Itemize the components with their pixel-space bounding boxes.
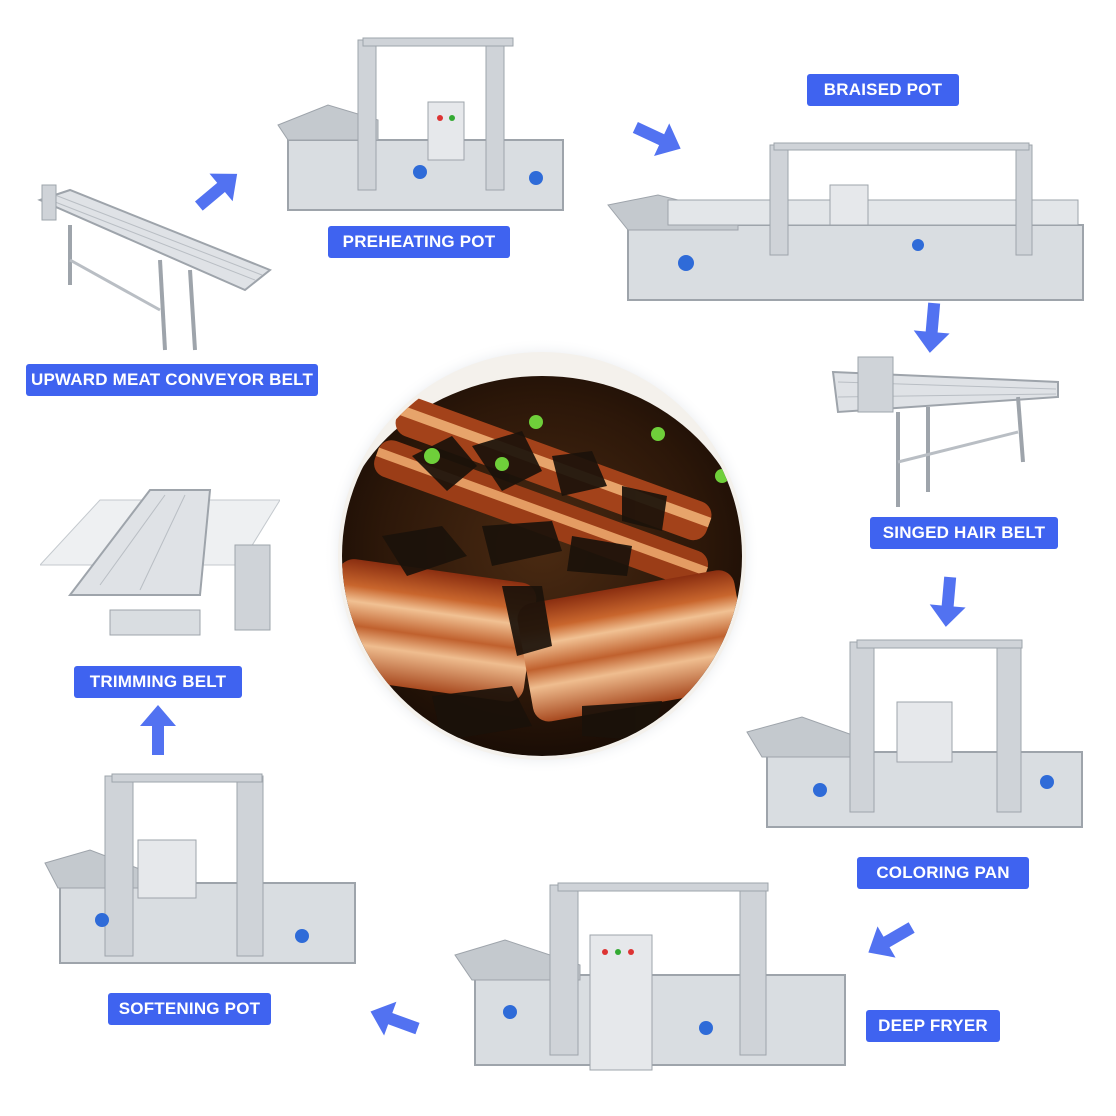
flow-arrow-icon (194, 173, 238, 211)
braised-pot-machine (607, 142, 1084, 301)
flow-arrow-icon (140, 705, 176, 755)
label-coloring-pan: COLORING PAN (857, 857, 1029, 889)
braised-pork-dish-image (324, 338, 760, 774)
flow-arrow-icon (370, 1001, 420, 1036)
label-preheating-pot: PREHEATING POT (328, 226, 510, 258)
preheating-pot-machine (277, 37, 564, 211)
label-trimming-belt: TRIMMING BELT (74, 666, 242, 698)
upward-conveyor-machine (37, 184, 272, 351)
flow-arrow-icon (929, 576, 966, 627)
label-braised-pot: BRAISED POT (807, 74, 959, 106)
flow-arrow-icon (868, 922, 915, 958)
deep-fryer-machine (454, 882, 846, 1071)
trimming-belt-machine (40, 489, 280, 636)
softening-pot-machine (44, 773, 356, 964)
label-upward-meat-conveyor-belt: UPWARD MEAT CONVEYOR BELT (26, 364, 318, 396)
label-deep-fryer: DEEP FRYER (866, 1010, 1000, 1042)
coloring-pan-machine (746, 639, 1083, 828)
label-singed-hair-belt: SINGED HAIR BELT (870, 517, 1058, 549)
flow-arrow-icon (913, 302, 950, 353)
flow-arrow-icon (632, 121, 681, 157)
singed-hair-belt-machine (831, 356, 1059, 507)
label-softening-pot: SOFTENING POT (108, 993, 271, 1025)
